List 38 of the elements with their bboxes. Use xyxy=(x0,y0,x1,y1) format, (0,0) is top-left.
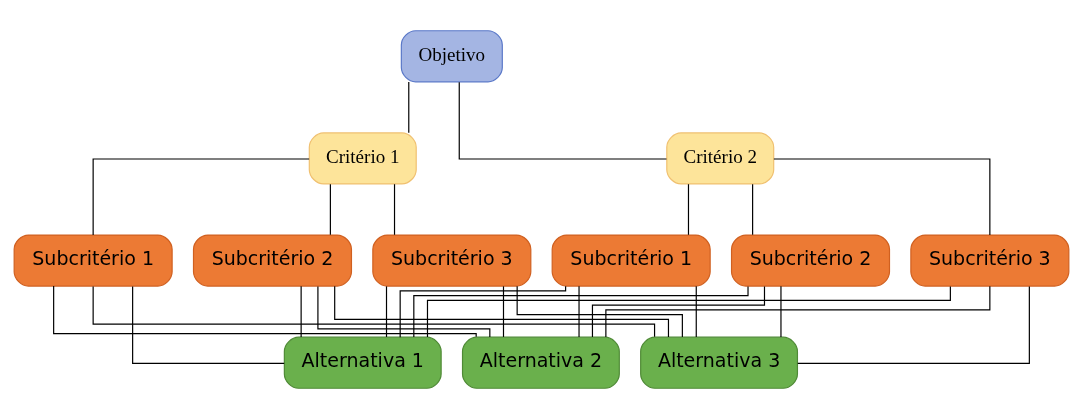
connector xyxy=(385,285,388,338)
node-box: Critério 2 xyxy=(666,132,775,185)
node-box: Alternativa 1 xyxy=(283,336,442,389)
connector xyxy=(426,285,951,338)
connector xyxy=(329,183,331,236)
connector xyxy=(300,285,302,338)
node-box: Alternativa 2 xyxy=(461,336,620,389)
connector xyxy=(780,285,782,338)
connector xyxy=(458,81,668,160)
connector xyxy=(92,285,656,338)
connector xyxy=(752,183,754,236)
connector xyxy=(408,81,410,134)
connector xyxy=(317,285,491,338)
connector xyxy=(502,285,505,338)
connector xyxy=(591,285,766,338)
node-box: Subcritério 1 xyxy=(551,234,711,287)
connector xyxy=(132,285,285,364)
connector xyxy=(413,285,749,338)
connector xyxy=(53,285,477,338)
connector xyxy=(687,183,690,236)
node-box: Subcritério 3 xyxy=(910,234,1070,287)
connector xyxy=(334,285,670,338)
connector xyxy=(399,285,567,338)
node-box: Subcritério 2 xyxy=(192,234,353,287)
connector xyxy=(393,183,396,236)
node-box: Subcritério 3 xyxy=(372,234,532,287)
node-box: Subcritério 1 xyxy=(13,234,173,287)
connector xyxy=(695,285,697,338)
node-box: Objetivo xyxy=(400,30,503,83)
connector xyxy=(578,285,580,338)
node-box: Subcritério 2 xyxy=(730,234,891,287)
connector xyxy=(773,158,991,236)
connector xyxy=(605,285,991,338)
connector xyxy=(92,158,310,236)
node-box: Alternativa 3 xyxy=(640,336,799,389)
connector xyxy=(797,285,1030,364)
connector xyxy=(516,285,683,338)
node-box: Critério 1 xyxy=(308,132,417,185)
